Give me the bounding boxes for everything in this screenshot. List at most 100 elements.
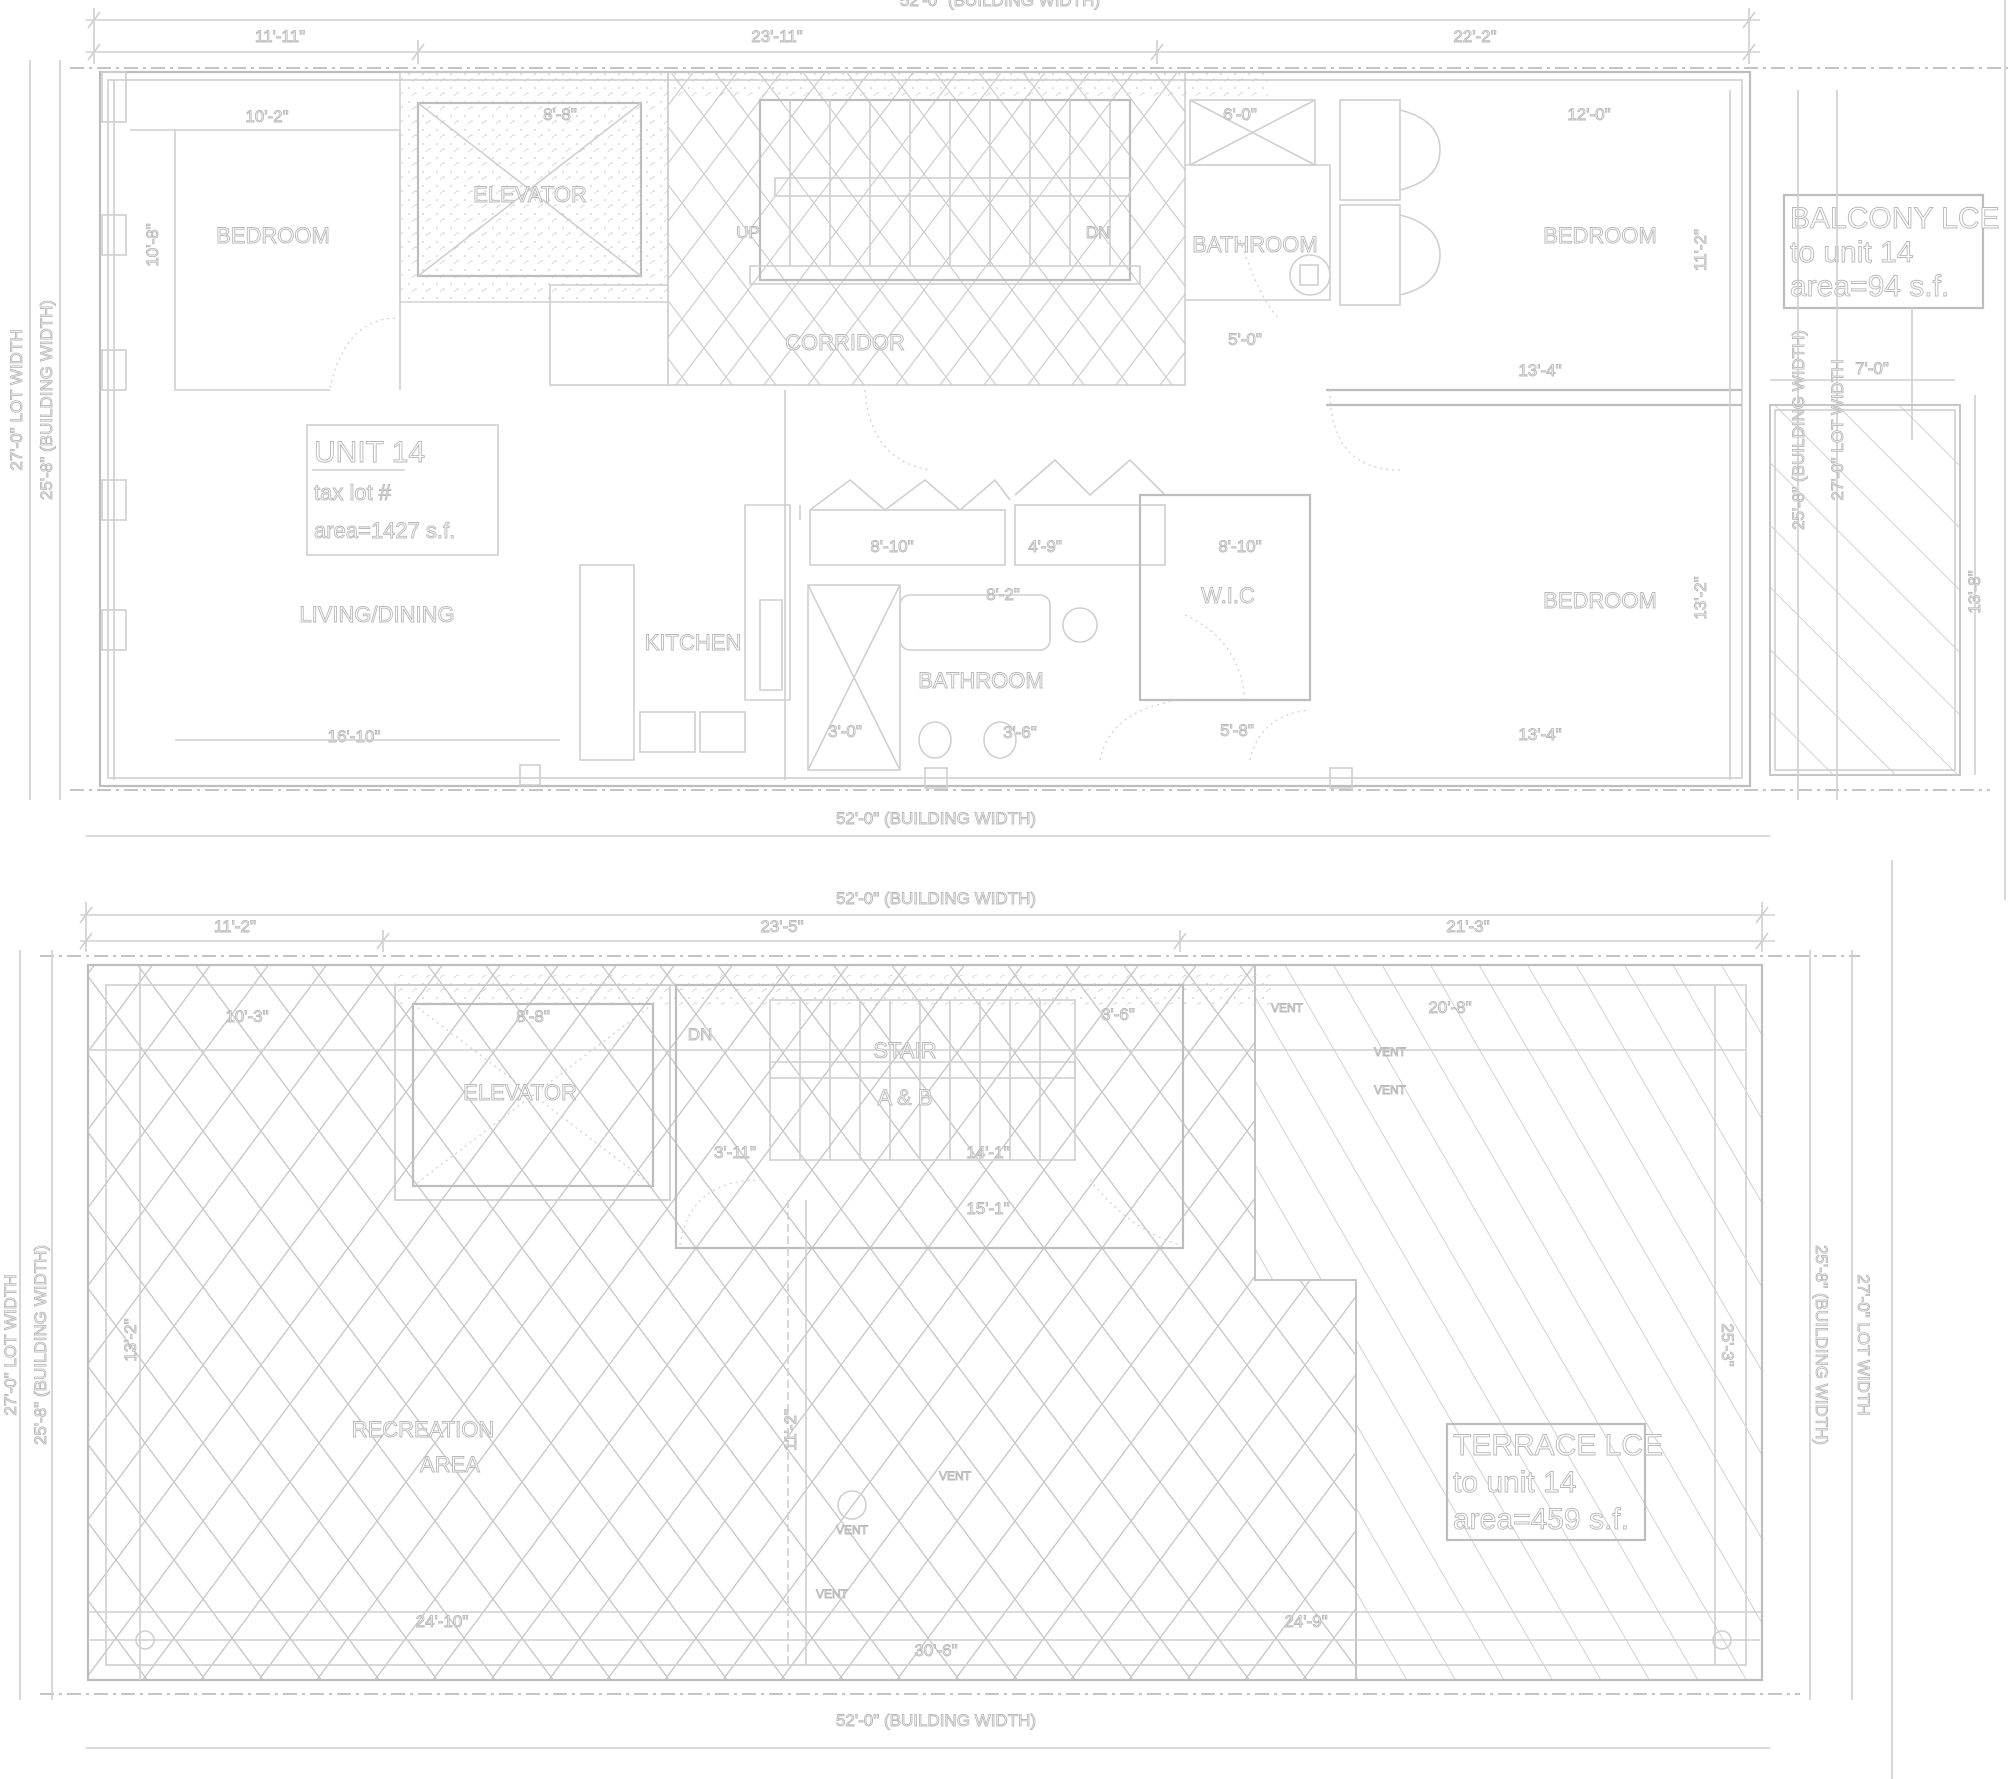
dim-11-2: 11'-2" [1691,229,1710,271]
terrace-to-unit: to unit 14 [1453,1466,1576,1499]
dim-8-8: 8'-8" [543,105,577,124]
overall-width-top-lower: 52'-0" (BUILDING WIDTH) [836,889,1036,908]
building-width-right: 25'-8" (BUILDING WIDTH) [1789,330,1808,530]
room-label-living-dining: LIVING/DINING [299,602,454,627]
room-label-wic: W.I.C [1201,583,1255,608]
top-dimension-lines-lower [79,902,1775,952]
drain-icon-left [135,1630,155,1650]
lot-width-left-lower: 27'-0" LOT WIDTH [1,1274,20,1415]
stair-mark-dn-lower: DN [688,1025,713,1044]
elevator-shaft-upper [416,101,643,278]
balcony-area: area=94 s.f. [1790,270,1949,303]
closets-upper-right [1339,99,1441,306]
dim-3-6: 3'-6" [1003,723,1037,742]
windows-left [101,71,127,780]
lower-floor-plan: 52'-0" (BUILDING WIDTH) 11'-2" 23'-5" 21… [1,860,1893,1779]
building-width-left-lower: 25'-8" (BUILDING WIDTH) [31,1245,50,1445]
balcony-info-box [1782,193,1985,310]
dim-13-2: 13'-2" [1691,576,1710,619]
segment-dim-lower-1: 11'-2" [214,917,256,936]
overall-width-top: 52'-0" (BUILDING WIDTH) [900,0,1100,10]
segment-dim-lower-2: 23'-5" [760,917,803,936]
room-label-corridor: CORRIDOR [785,330,905,355]
vent-icon [837,1490,867,1520]
room-label-recreation: RECREATION [352,1417,495,1442]
dim-lower-13-2: 13'-2" [121,1318,140,1361]
upper-floor-plan: 52'-0" (BUILDING WIDTH) 11'-11" 23'-11" … [7,0,2008,900]
overall-width-bottom-lower: 52'-0" (BUILDING WIDTH) [836,1711,1036,1730]
overall-width-bottom: 52'-0" (BUILDING WIDTH) [836,809,1036,828]
balcony-hatch [1769,404,1961,776]
room-label-bathroom-2: BATHROOM [918,668,1043,693]
lot-width-right-lower: 27'-0" LOT WIDTH [1854,1274,1873,1415]
dim-7-0: 7'-0" [1855,359,1889,378]
elevator-shaft-lower [411,1002,655,1188]
unit-title: UNIT 14 [314,436,425,469]
dim-lower-20-8: 20'-8" [1428,998,1471,1017]
vent-label-4: VENT [836,1523,869,1537]
room-label-stair: STAIR [873,1038,936,1063]
dim-12-0: 12'-0" [1567,105,1610,124]
room-label-elevator-lower: ELEVATOR [463,1080,577,1105]
vent-label-5: VENT [939,1469,972,1483]
dim-8-2: 8'-2" [986,585,1020,604]
closets-center [799,458,1166,566]
dim-lower-25-3: 25'-3" [1718,1323,1737,1366]
dim-16-10: 16'-10" [328,727,381,746]
room-label-elevator: ELEVATOR [473,182,587,207]
building-width-left: 25'-8" (BUILDING WIDTH) [37,300,56,500]
dim-13-4-a: 13'-4" [1518,361,1561,380]
balcony-to-unit: to unit 14 [1790,236,1913,269]
vent-label-1: VENT [1271,1001,1304,1015]
dim-lower-11-2: 11'-2" [781,1409,800,1451]
room-label-kitchen: KITCHEN [645,630,742,655]
segment-dim-lower-3: 21'-3" [1446,917,1489,936]
dim-lower-15-1: 15'-1" [966,1199,1009,1218]
segment-dim-1: 11'-11" [255,27,305,46]
unit-tax-lot: tax lot # [314,480,392,505]
stair-a-b-upper [749,98,1141,285]
stair-mark-dn: DN [1086,223,1111,242]
dim-10-2: 10'-2" [245,107,288,126]
dim-10-8: 10'-8" [143,223,162,266]
dim-13-4-b: 13'-4" [1518,725,1561,744]
dim-8-10-b: 8'-10" [1218,537,1261,556]
terrace-info-box [1445,1422,1647,1542]
lot-width-right: 27'-0" LOT WIDTH [1828,359,1847,500]
dim-lower-24-9: 24'-9" [1284,1612,1327,1631]
room-label-area: AREA [420,1452,480,1477]
stair-a-b-lower [674,983,1185,1250]
lower-building-outline [86,963,1764,1682]
recreation-area-hatch [87,964,1357,1681]
terrace-title: TERRACE LCE [1453,1429,1663,1462]
dim-4-9: 4'-9" [1028,537,1062,556]
segment-dim-3: 22'-2" [1453,27,1496,46]
drain-icon-right [1712,1630,1732,1650]
dim-8-10-a: 8'-10" [870,537,913,556]
vent-label-2: VENT [1374,1045,1407,1059]
dim-lower-14-1: 14'-1" [966,1143,1009,1162]
dim-lower-30-6: 30'-6" [914,1641,957,1660]
lot-width-left: 27'-0" LOT WIDTH [7,329,26,470]
terrace-area: area=459 s.f. [1453,1503,1629,1536]
unit-area: area=1427 s.f. [314,518,455,543]
dim-lower-24-10: 24'-10" [416,1612,469,1631]
room-label-stair-ab: A & B [877,1085,932,1110]
segment-dim-2: 23'-11" [751,27,803,46]
balcony-title: BALCONY LCE [1790,202,2000,235]
dim-lower-3-6: 3'-6" [1101,1005,1135,1024]
room-label-bathroom-1: BATHROOM [1192,232,1317,257]
dim-lower-10-3: 10'-3" [225,1007,268,1026]
dim-13-8: 13'-8" [1965,570,1984,613]
stair-mark-up: UP [736,223,760,242]
dim-6-0: 6'-0" [1223,105,1257,124]
dim-5-0: 5'-0" [1228,330,1262,349]
dim-3-0: 3'-0" [828,722,862,741]
building-width-right-lower: 25'-8" (BUILDING WIDTH) [1812,1245,1831,1445]
dim-lower-8-8: 8'-8" [516,1007,550,1026]
top-dimension-lines [86,8,1760,64]
vent-label-6: VENT [816,1587,849,1601]
unit-info-box [306,424,499,556]
